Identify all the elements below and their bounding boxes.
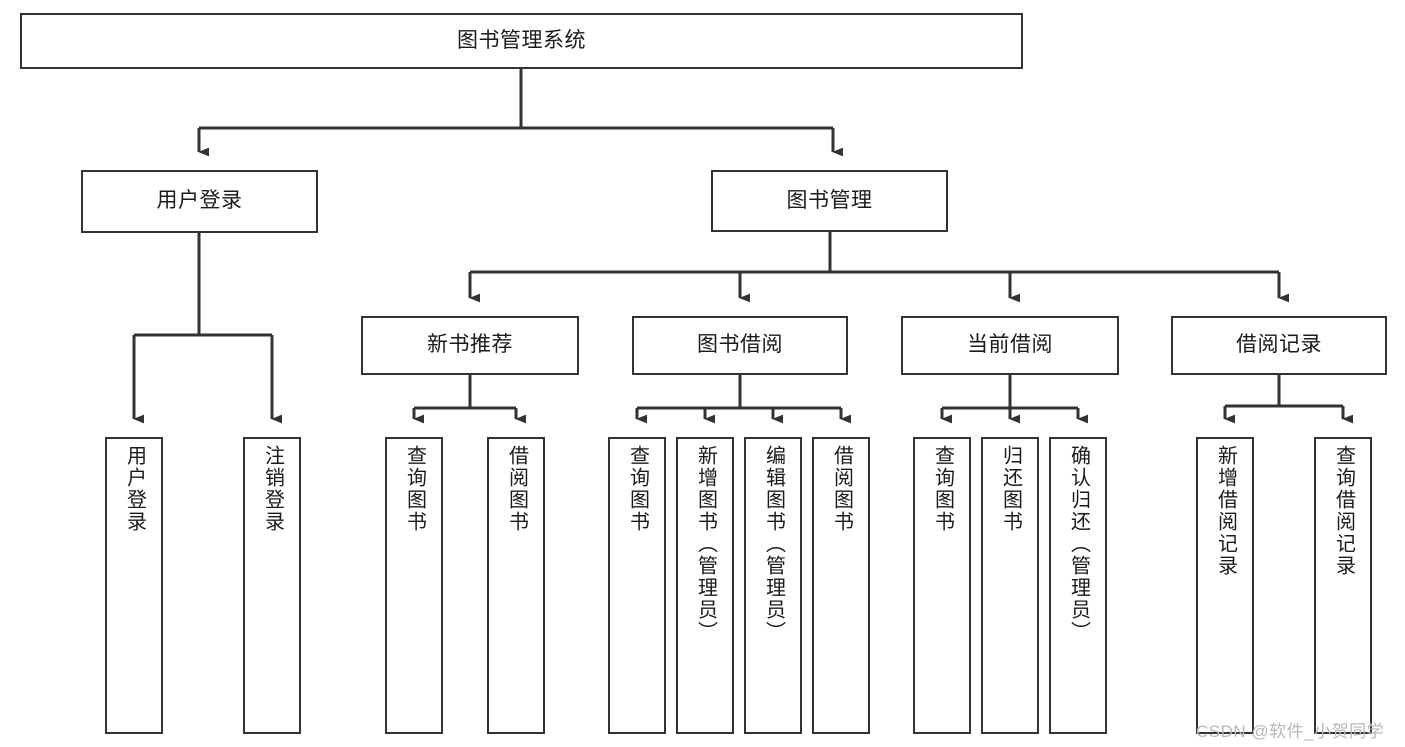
node-root-label: 图书管理系统 [457, 28, 586, 52]
node-leaf-borrow-book-1[interactable]: 借阅图书 [487, 437, 545, 734]
node-leaf-query-record-label: 查询借阅记录 [1332, 445, 1355, 577]
node-new-book-recommend-label: 新书推荐 [427, 333, 513, 357]
node-leaf-user-logout-label: 注销登录 [261, 445, 284, 533]
node-leaf-query-record[interactable]: 查询借阅记录 [1314, 437, 1372, 734]
node-leaf-confirm-return-label: 确认归还（管理员） [1067, 445, 1090, 643]
node-leaf-return-book-label: 归还图书 [999, 445, 1022, 533]
node-leaf-edit-book[interactable]: 编辑图书（管理员） [744, 437, 802, 734]
node-leaf-query-book-2[interactable]: 查询图书 [608, 437, 666, 734]
node-current-borrow-label: 当前借阅 [967, 333, 1053, 357]
node-leaf-borrow-book-2-label: 借阅图书 [830, 445, 853, 533]
node-leaf-add-book[interactable]: 新增图书（管理员） [676, 437, 734, 734]
node-leaf-borrow-book-1-label: 借阅图书 [505, 445, 528, 533]
node-current-borrow[interactable]: 当前借阅 [901, 316, 1119, 375]
node-root[interactable]: 图书管理系统 [20, 13, 1023, 69]
node-borrow-record-label: 借阅记录 [1236, 333, 1322, 357]
node-leaf-return-book[interactable]: 归还图书 [981, 437, 1039, 734]
node-leaf-query-book-2-label: 查询图书 [626, 445, 649, 533]
node-book-borrow-label: 图书借阅 [697, 333, 783, 357]
node-leaf-add-record[interactable]: 新增借阅记录 [1196, 437, 1254, 734]
node-book-manage[interactable]: 图书管理 [711, 170, 948, 232]
node-leaf-add-record-label: 新增借阅记录 [1214, 445, 1237, 577]
node-user-login-label: 用户登录 [156, 189, 243, 213]
node-new-book-recommend[interactable]: 新书推荐 [361, 316, 579, 375]
node-book-manage-label: 图书管理 [786, 188, 873, 212]
node-leaf-query-book-3[interactable]: 查询图书 [913, 437, 971, 734]
node-leaf-query-book-1-label: 查询图书 [403, 445, 426, 533]
node-borrow-record[interactable]: 借阅记录 [1171, 316, 1387, 375]
node-user-login[interactable]: 用户登录 [81, 170, 318, 233]
node-leaf-user-login-label: 用户登录 [123, 445, 146, 533]
node-leaf-borrow-book-2[interactable]: 借阅图书 [812, 437, 870, 734]
node-leaf-confirm-return[interactable]: 确认归还（管理员） [1049, 437, 1107, 734]
node-leaf-user-login[interactable]: 用户登录 [105, 437, 163, 734]
node-book-borrow[interactable]: 图书借阅 [632, 316, 848, 375]
node-leaf-user-logout[interactable]: 注销登录 [243, 437, 301, 734]
node-leaf-query-book-1[interactable]: 查询图书 [385, 437, 443, 734]
node-leaf-query-book-3-label: 查询图书 [931, 445, 954, 533]
node-leaf-edit-book-label: 编辑图书（管理员） [762, 445, 785, 643]
node-leaf-add-book-label: 新增图书（管理员） [694, 445, 717, 643]
